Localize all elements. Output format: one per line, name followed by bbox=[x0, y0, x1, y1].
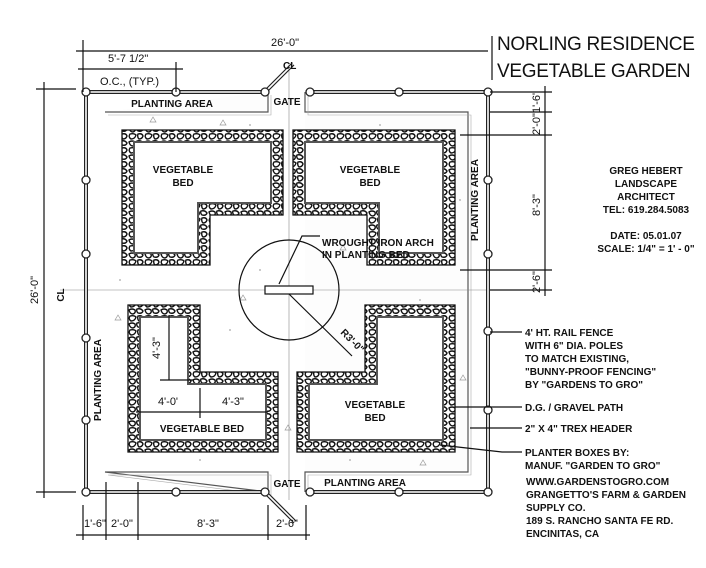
gate-top: GATE bbox=[273, 97, 300, 108]
fence-note-5: BY "GARDENS TO GRO" bbox=[525, 380, 643, 391]
fence-note-4: "BUNNY-PROOF FENCING" bbox=[525, 367, 656, 378]
bottom-dimensions: 1'-6" 2'-0" 8'-3" 2'-6" bbox=[76, 482, 310, 540]
bed-label-tl-1: VEGETABLE bbox=[153, 165, 214, 176]
bed-label-bl: VEGETABLE BED bbox=[160, 424, 244, 435]
architect-name: GREG HEBERT bbox=[609, 166, 682, 177]
planting-area-bottom: PLANTING AREA bbox=[324, 478, 406, 489]
bed-height-dim: 4'-3" bbox=[151, 337, 163, 359]
architect-tel: TEL: 619.284.5083 bbox=[603, 205, 690, 216]
supplier-line-2: GRANGETTO'S FARM & GARDEN bbox=[526, 490, 686, 501]
planting-area-left: PLANTING AREA bbox=[93, 339, 104, 421]
bottom-dim-2: 2'-0" bbox=[111, 518, 133, 530]
bed-label-tr-2: BED bbox=[359, 178, 380, 189]
bed-width-1-dim: 4'-0' bbox=[158, 396, 178, 408]
post-spacing-note: O.C., (TYP.) bbox=[100, 76, 159, 88]
vegetable-bed-bottom-left bbox=[127, 304, 279, 453]
bed-label-tr-1: VEGETABLE bbox=[340, 165, 401, 176]
architect-block: GREG HEBERT LANDSCAPE ARCHITECT TEL: 619… bbox=[597, 166, 694, 255]
callout-notes: 4' HT. RAIL FENCE WITH 6" DIA. POLES TO … bbox=[439, 328, 686, 540]
title-line-2: VEGETABLE GARDEN bbox=[497, 61, 690, 82]
bottom-dim-3: 8'-3" bbox=[197, 518, 219, 530]
drawing-scale: SCALE: 1/4" = 1' - 0" bbox=[597, 244, 694, 255]
right-dimensions: 1'-6" 2'-0" 8'-3" 2'-6" bbox=[460, 86, 552, 296]
fence-posts bbox=[81, 87, 493, 497]
planting-area-top: PLANTING AREA bbox=[131, 99, 213, 110]
right-dim-2: 2'-0" bbox=[531, 113, 543, 135]
post-spacing-dim: 5'-7 1/2" bbox=[108, 53, 148, 65]
cl-left: CL bbox=[56, 288, 67, 301]
planter-note-1: PLANTER BOXES BY: bbox=[525, 448, 629, 459]
supplier-line-3: SUPPLY CO. bbox=[526, 503, 586, 514]
fence-note-2: WITH 6" DIA. POLES bbox=[525, 341, 623, 352]
supplier-line-5: ENCINITAS, CA bbox=[526, 529, 599, 540]
title-line-1: NORLING RESIDENCE bbox=[497, 34, 695, 55]
rail-fence bbox=[81, 62, 493, 524]
left-overall-dim: 26'-0" bbox=[29, 276, 41, 304]
supplier-line-1: WWW.GARDENSTOGRO.COM bbox=[526, 477, 669, 488]
vegetable-bed-top-left bbox=[121, 129, 284, 266]
arch-label-2: IN PLANTING BED bbox=[322, 250, 410, 261]
left-dimensions: 26'-0" bbox=[29, 82, 76, 498]
bed-label-tl-2: BED bbox=[172, 178, 193, 189]
architect-line-2: LANDSCAPE bbox=[615, 179, 678, 190]
bed-width-2-dim: 4'-3" bbox=[222, 396, 244, 408]
top-overall-dim: 26'-0" bbox=[271, 37, 299, 49]
supplier-line-4: 189 S. RANCHO SANTA FE RD. bbox=[526, 516, 673, 527]
arch-label-1: WROUGHT IRON ARCH bbox=[322, 238, 434, 249]
bed-dimensions: 4'-3" 4'-0' 4'-3" bbox=[136, 315, 268, 418]
right-dim-3: 8'-3" bbox=[531, 194, 543, 216]
bed-label-br-2: BED bbox=[364, 413, 385, 424]
top-dimensions: 26'-0" 5'-7 1/2" O.C., (TYP.) bbox=[76, 37, 488, 92]
drawing-date: DATE: 05.01.07 bbox=[610, 231, 682, 242]
right-dim-4: 2'-6" bbox=[531, 271, 543, 293]
planting-area-right: PLANTING AREA bbox=[470, 159, 481, 241]
planter-note-2: MANUF. "GARDEN TO GRO" bbox=[525, 461, 661, 472]
bottom-dim-4: 2'-6" bbox=[276, 518, 298, 530]
fence-note-3: TO MATCH EXISTING, bbox=[525, 354, 629, 365]
vegetable-bed-bottom-right bbox=[296, 304, 456, 453]
bottom-dim-1: 1'-6" bbox=[84, 518, 106, 530]
path-note: D.G. / GRAVEL PATH bbox=[525, 403, 623, 414]
header-note: 2" X 4" TREX HEADER bbox=[525, 424, 633, 435]
bed-label-br-1: VEGETABLE bbox=[345, 400, 406, 411]
vegetable-bed-top-right bbox=[292, 129, 456, 266]
gate-bottom: GATE bbox=[273, 479, 300, 490]
cl-top: CL bbox=[283, 61, 296, 72]
fence-note-1: 4' HT. RAIL FENCE bbox=[525, 328, 614, 339]
right-dim-1: 1'-6" bbox=[531, 91, 543, 113]
architect-line-3: ARCHITECT bbox=[617, 192, 675, 203]
